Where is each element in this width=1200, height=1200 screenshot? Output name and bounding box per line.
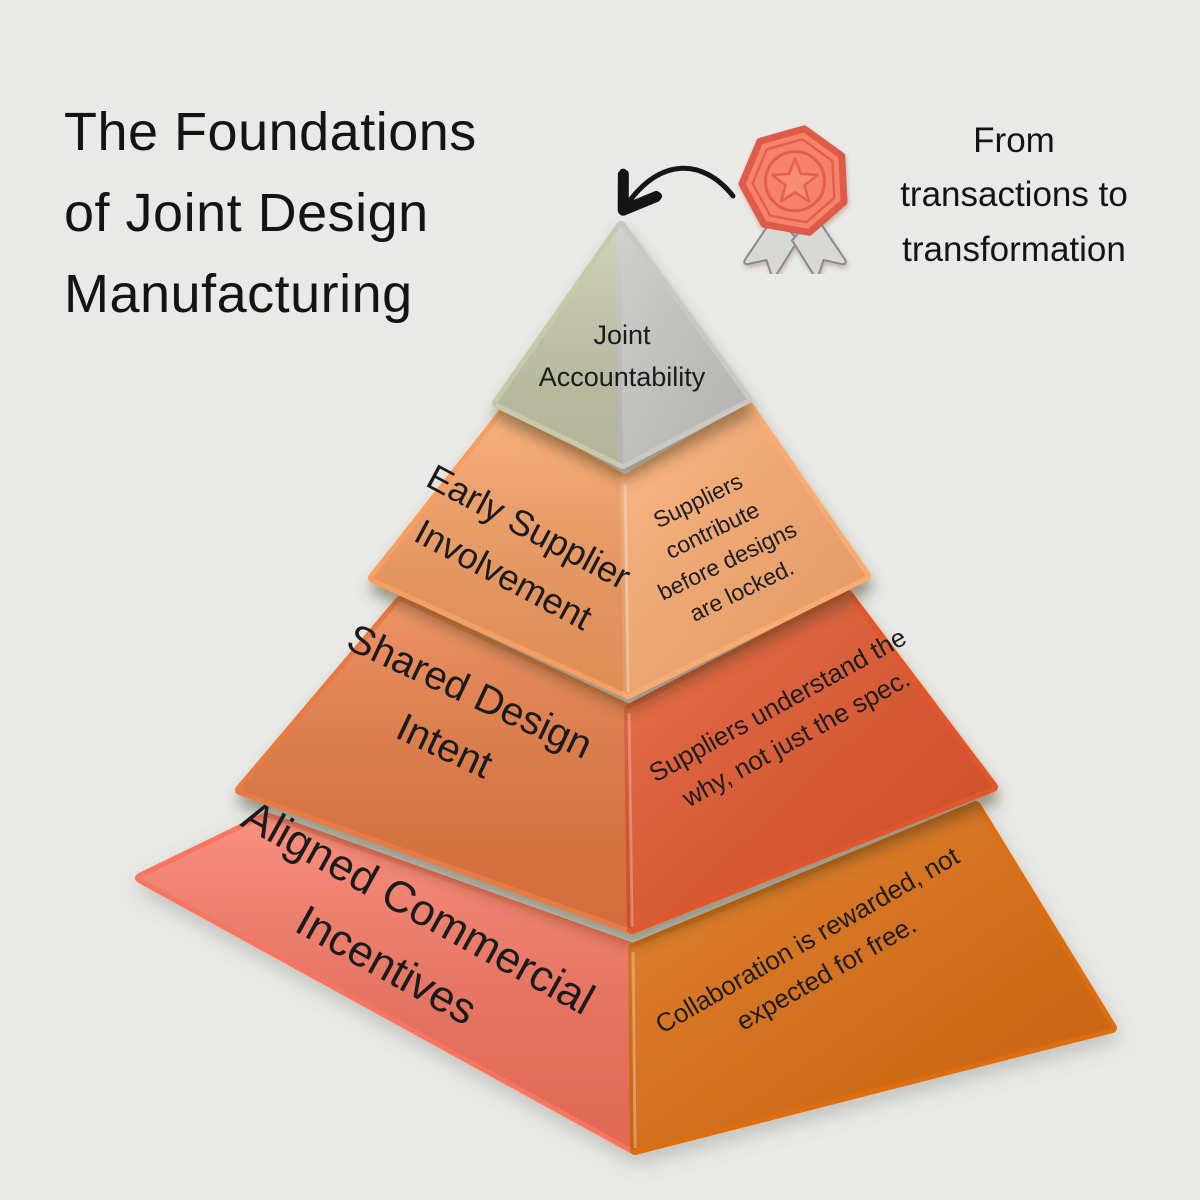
tier-early-supplier-involvement — [368, 402, 871, 699]
tier-shared-design-intent — [235, 590, 998, 934]
label-joint-accountability: Joint Accountability — [539, 315, 706, 399]
tagline-line-1: From — [973, 121, 1055, 160]
tier-joint-accountability — [492, 221, 752, 469]
page-title-line-3: Manufacturing — [64, 264, 413, 325]
label-line: Joint — [593, 320, 651, 351]
label-line: Accountability — [538, 362, 706, 392]
badge-star-icon — [772, 158, 818, 202]
award-badge-icon — [738, 125, 848, 274]
tagline-line-3: transformation — [902, 229, 1126, 269]
tagline: From transactions to transformation — [856, 114, 1172, 277]
page-title-line-1: The Foundations — [64, 102, 477, 163]
curved-arrow-icon — [626, 165, 736, 206]
page-title: The Foundations of Joint Design Manufact… — [64, 92, 477, 335]
page-title-line-2: of Joint Design — [64, 183, 429, 244]
tier-aligned-commercial-incentives — [135, 801, 1117, 1155]
tagline-line-2: transactions to — [900, 175, 1128, 215]
